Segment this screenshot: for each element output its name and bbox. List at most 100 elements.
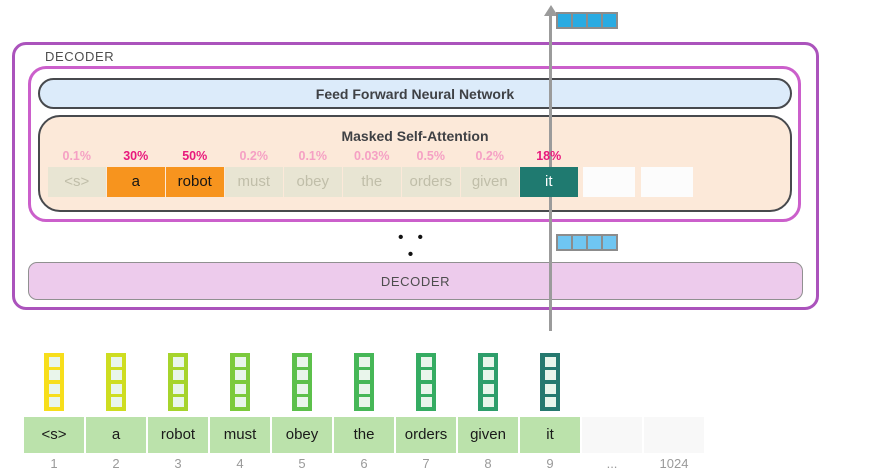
embedding-cell xyxy=(110,370,122,381)
attention-percent: 0.1% xyxy=(298,149,328,163)
position-label: 1 xyxy=(50,456,58,471)
embedding-cell xyxy=(544,397,556,407)
attention-token: it xyxy=(520,167,578,197)
input-token: orders xyxy=(396,417,456,453)
embedding-cell xyxy=(296,357,308,367)
attention-percent-row: 0.1%30%50%0.2%0.1%0.03%0.5%0.2%18% xyxy=(48,149,578,163)
decoder-bar: DECODER xyxy=(28,262,803,300)
embedding-vector xyxy=(168,353,188,411)
input-token: obey xyxy=(272,417,332,453)
embedding-cell xyxy=(482,383,494,394)
embedding-cell xyxy=(420,383,432,394)
embedding-cell xyxy=(544,383,556,394)
input-token: the xyxy=(334,417,394,453)
attention-percent: 0.5% xyxy=(416,149,446,163)
attention-token: given xyxy=(461,167,519,197)
attention-token: must xyxy=(225,167,283,197)
flow-arrow-up-icon xyxy=(544,5,558,16)
attention-percent: 50% xyxy=(182,149,208,163)
embedding-vector xyxy=(478,353,498,411)
embedding-cell xyxy=(358,370,370,381)
position-label: 7 xyxy=(422,456,430,471)
embedding-cell xyxy=(544,357,556,367)
embedding-slot xyxy=(520,353,580,411)
input-token: it xyxy=(520,417,580,453)
input-token: must xyxy=(210,417,270,453)
position-label: 2 xyxy=(112,456,120,471)
attention-empty-cell xyxy=(583,167,635,197)
vector-segment xyxy=(571,14,586,27)
attention-percent: 0.2% xyxy=(239,149,269,163)
embedding-cell xyxy=(420,357,432,367)
embedding-cell xyxy=(358,383,370,394)
feed-forward-box: Feed Forward Neural Network xyxy=(38,78,792,109)
attention-percent: 0.1% xyxy=(62,149,92,163)
embedding-cell xyxy=(234,357,246,367)
embedding-cell xyxy=(172,397,184,407)
embedding-cell xyxy=(482,370,494,381)
attention-token: the xyxy=(343,167,401,197)
position-label: 4 xyxy=(236,456,244,471)
position-label: 9 xyxy=(546,456,554,471)
embedding-slot xyxy=(148,353,208,411)
embedding-vector xyxy=(230,353,250,411)
embedding-vector xyxy=(44,353,64,411)
embedding-cell xyxy=(48,370,60,381)
input-token: given xyxy=(458,417,518,453)
vector-segment xyxy=(586,236,601,249)
embedding-slot xyxy=(272,353,332,411)
masked-self-attention-title: Masked Self-Attention xyxy=(341,128,489,144)
embedding-cell xyxy=(172,383,184,394)
input-empty-cell xyxy=(644,417,704,453)
output-vector xyxy=(556,12,618,29)
embedding-cell xyxy=(358,357,370,367)
attention-percent: 18% xyxy=(536,149,562,163)
hidden-state-vector xyxy=(556,234,618,251)
vector-segment xyxy=(571,236,586,249)
embedding-cell xyxy=(110,397,122,407)
attention-token: obey xyxy=(284,167,342,197)
position-label: 3 xyxy=(174,456,182,471)
vector-segment xyxy=(558,236,571,249)
attention-token: <s> xyxy=(48,167,106,197)
decoder-bar-label: DECODER xyxy=(380,273,451,289)
embedding-cell xyxy=(172,357,184,367)
attention-percent: 0.03% xyxy=(354,149,390,163)
embedding-cell xyxy=(110,383,122,394)
embedding-slot xyxy=(24,353,84,411)
embedding-cell xyxy=(48,383,60,394)
embedding-vector xyxy=(292,353,312,411)
embedding-cell xyxy=(420,370,432,381)
embedding-slot xyxy=(396,353,456,411)
embedding-cell xyxy=(358,397,370,407)
position-label: 8 xyxy=(484,456,492,471)
embedding-vector xyxy=(540,353,560,411)
attention-token: a xyxy=(107,167,165,197)
embedding-cell xyxy=(234,397,246,407)
embedding-vector xyxy=(416,353,436,411)
position-label: 6 xyxy=(360,456,368,471)
input-token: robot xyxy=(148,417,208,453)
embedding-vector xyxy=(354,353,374,411)
position-label: 1024 xyxy=(659,456,689,471)
embedding-cell xyxy=(420,397,432,407)
embedding-vector xyxy=(106,353,126,411)
embedding-slot xyxy=(86,353,146,411)
embedding-cell xyxy=(296,370,308,381)
embedding-slot xyxy=(334,353,394,411)
embedding-row xyxy=(24,353,580,411)
embedding-cell xyxy=(234,370,246,381)
vector-segment xyxy=(586,14,601,27)
embedding-cell xyxy=(110,357,122,367)
attention-token: orders xyxy=(402,167,460,197)
position-label: 5 xyxy=(298,456,306,471)
embedding-cell xyxy=(482,397,494,407)
embedding-cell xyxy=(234,383,246,394)
feed-forward-label: Feed Forward Neural Network xyxy=(315,85,515,102)
embedding-cell xyxy=(482,357,494,367)
ellipsis-icon: • • • xyxy=(398,229,428,263)
